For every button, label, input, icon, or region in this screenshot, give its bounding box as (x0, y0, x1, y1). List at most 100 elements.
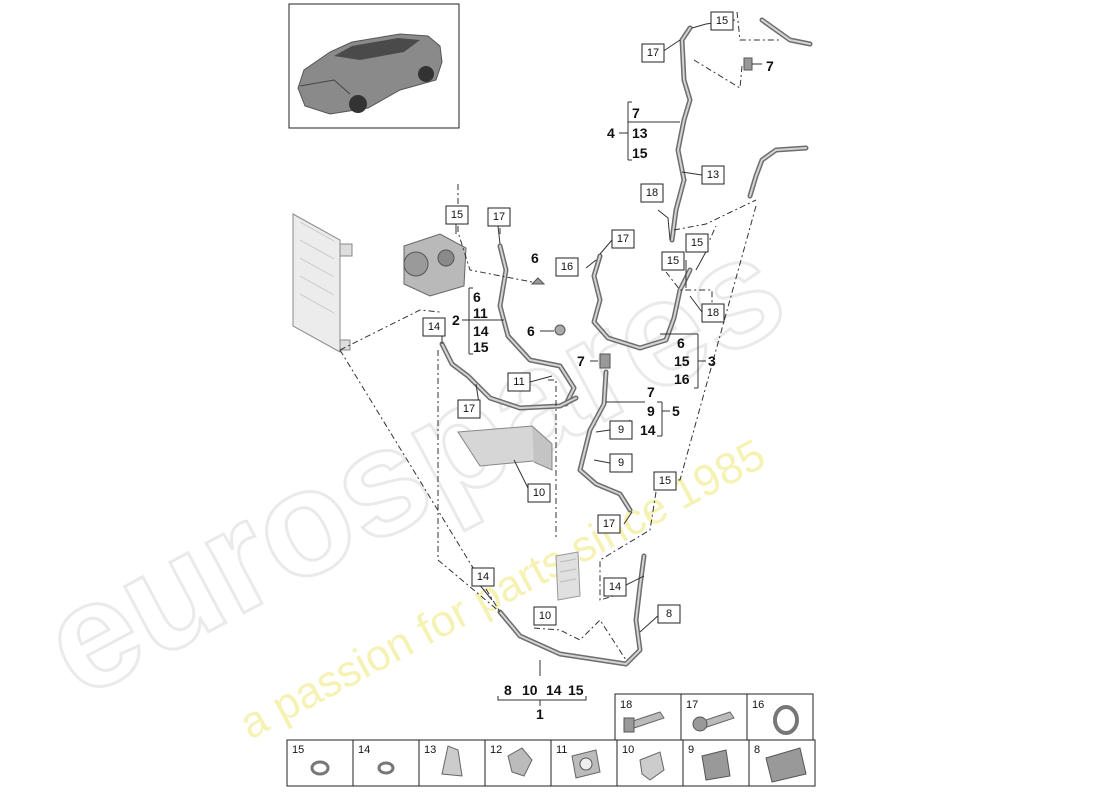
group-4-number: 4 (607, 125, 615, 141)
evaporator-housing (457, 425, 553, 471)
condenser (292, 213, 353, 353)
fitting-7-mid (599, 353, 611, 369)
svg-text:6: 6 (677, 335, 685, 351)
callout-10b: 10 (533, 606, 557, 626)
callout-17a: 17 (641, 43, 665, 63)
svg-text:14: 14 (428, 321, 440, 333)
svg-text:17: 17 (647, 47, 659, 59)
callout-17c: 17 (611, 229, 635, 249)
parts-cell-15: 15 (286, 739, 354, 787)
svg-text:14: 14 (473, 323, 489, 339)
svg-text:6: 6 (473, 289, 481, 305)
svg-text:9: 9 (618, 424, 624, 436)
callout-17e: 17 (597, 514, 621, 534)
svg-text:13: 13 (707, 169, 719, 181)
svg-text:10: 10 (539, 610, 551, 622)
svg-text:11: 11 (513, 376, 524, 388)
svg-text:9: 9 (688, 744, 694, 756)
hoses (439, 25, 809, 667)
svg-text:15: 15 (716, 15, 728, 27)
svg-text:11: 11 (473, 305, 488, 321)
svg-text:15: 15 (632, 145, 648, 161)
svg-text:14: 14 (358, 744, 370, 756)
parts-table-top-row: 18 17 16 (614, 693, 814, 741)
svg-text:18: 18 (620, 699, 632, 711)
callout-15d: 15 (661, 251, 685, 271)
svg-text:17: 17 (463, 403, 475, 415)
fittings (530, 57, 753, 369)
callout-15a: 15 (710, 11, 734, 31)
svg-text:8: 8 (754, 744, 760, 756)
svg-text:14: 14 (640, 422, 656, 438)
parts-cell-16: 16 (746, 693, 814, 741)
svg-text:15: 15 (667, 255, 679, 267)
svg-text:10: 10 (533, 487, 545, 499)
group-5: 7 9 14 5 (606, 384, 680, 438)
svg-text:10: 10 (622, 744, 634, 756)
callout-13: 13 (701, 165, 725, 185)
group-3: 6 15 16 3 (660, 333, 716, 389)
fitting-7-top (743, 57, 753, 71)
parts-cell-8: 8 (748, 739, 816, 787)
svg-text:15: 15 (691, 237, 703, 249)
svg-text:14: 14 (609, 581, 621, 593)
svg-text:10: 10 (522, 682, 538, 698)
svg-text:16: 16 (752, 699, 764, 711)
parts-cell-10: 10 (616, 739, 684, 787)
svg-text:13: 13 (632, 125, 648, 141)
svg-text:17: 17 (493, 211, 505, 223)
svg-text:18: 18 (707, 307, 719, 319)
pipe-top-right (759, 17, 813, 47)
fitting-6-b (554, 324, 566, 336)
svg-text:15: 15 (473, 339, 489, 355)
svg-text:9: 9 (647, 403, 655, 419)
callout-18a: 18 (640, 183, 664, 203)
expansion-valve-block (555, 551, 581, 601)
fitting-6-a (530, 277, 546, 285)
group-2-number: 2 (452, 312, 460, 328)
svg-text:15: 15 (659, 475, 671, 487)
svg-text:14: 14 (546, 682, 562, 698)
svg-text:17: 17 (603, 518, 615, 530)
part-num-7-mid: 7 (577, 353, 585, 369)
svg-text:8: 8 (504, 682, 512, 698)
parts-cell-14: 14 (352, 739, 420, 787)
callout-16: 16 (555, 257, 579, 277)
svg-text:13: 13 (424, 744, 436, 756)
group-4: 4 7 13 15 (607, 101, 680, 161)
svg-text:15: 15 (451, 209, 463, 221)
callout-14c: 14 (603, 577, 627, 597)
svg-text:7: 7 (647, 384, 655, 400)
svg-text:14: 14 (477, 571, 489, 583)
svg-text:16: 16 (674, 371, 690, 387)
svg-text:12: 12 (490, 744, 502, 756)
callout-14b: 14 (471, 567, 495, 587)
group-3-number: 3 (708, 353, 716, 369)
group-2: 2 6 11 14 15 (452, 287, 504, 355)
svg-text:15: 15 (568, 682, 584, 698)
parts-cell-18: 18 (614, 693, 682, 741)
compressor (403, 233, 467, 297)
callout-11: 11 (507, 372, 531, 392)
group-5-number: 5 (672, 403, 680, 419)
callout-15e: 15 (653, 471, 677, 491)
svg-text:17: 17 (686, 699, 698, 711)
svg-text:18: 18 (646, 187, 658, 199)
svg-text:11: 11 (556, 744, 567, 756)
callout-17b: 17 (487, 207, 511, 227)
callout-9b: 9 (609, 453, 633, 473)
svg-text:9: 9 (618, 457, 624, 469)
vehicle-thumbnail (288, 3, 460, 129)
parts-cell-13: 13 (418, 739, 486, 787)
callout-15b: 15 (445, 205, 469, 225)
parts-table-bottom-row: 15 14 13 12 11 10 (286, 739, 816, 787)
svg-text:16: 16 (561, 261, 573, 273)
callout-9a: 9 (609, 420, 633, 440)
parts-cell-9: 9 (682, 739, 750, 787)
parts-cell-11: 11 (550, 739, 618, 787)
callout-leaders (441, 19, 736, 676)
callout-14a: 14 (422, 317, 446, 337)
loose-part-numbers: 7 6 6 7 (527, 58, 774, 369)
callout-17d: 17 (457, 399, 481, 419)
